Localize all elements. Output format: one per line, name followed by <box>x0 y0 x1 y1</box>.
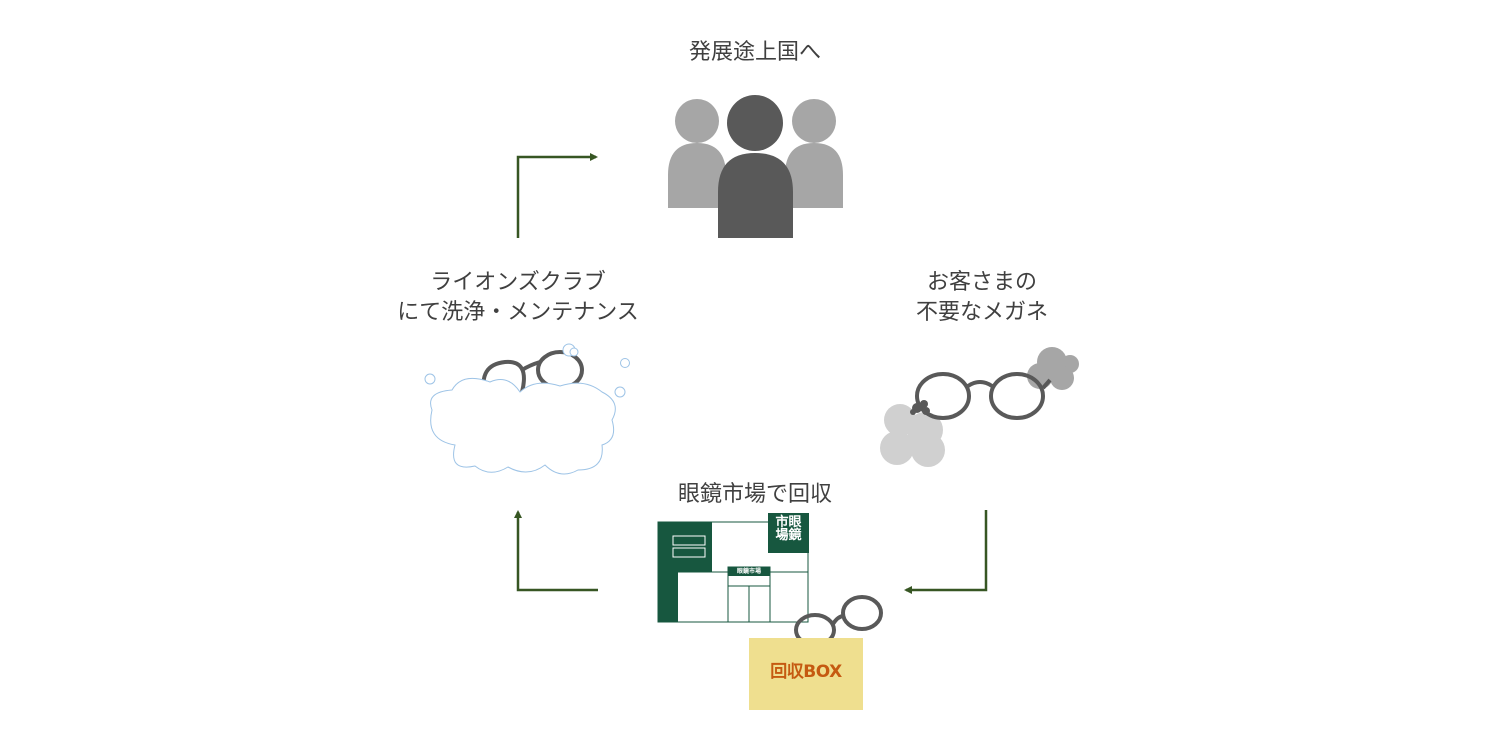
arrow-left-to-top <box>516 153 598 238</box>
arrow-right-to-bottom <box>904 510 988 594</box>
collection-box <box>749 638 863 710</box>
dusty-glasses-icon <box>880 347 1079 467</box>
label-overseas-text: 発展途上国へ <box>688 40 821 65</box>
label-lions-club: ライオンズクラブ にて洗浄・メンテナンス <box>368 268 668 328</box>
label-customer-glasses: お客さまの 不要なメガネ <box>832 268 1132 328</box>
store-sign-line2: 場鏡 <box>775 528 802 543</box>
collected-glasses-icon <box>794 595 883 647</box>
label-collection-text: 眼鏡市場で回収 <box>677 482 832 507</box>
label-customer-glasses-line1: お客さまの <box>926 270 1037 295</box>
collection-box-label: 回収BOX <box>770 662 842 682</box>
people-group-icon <box>668 95 843 238</box>
label-collection: 眼鏡市場で回収 <box>605 480 905 510</box>
store-building-icon <box>657 513 809 623</box>
label-overseas: 発展途上国へ <box>605 38 905 68</box>
label-lions-club-line2: にて洗浄・メンテナンス <box>397 300 639 325</box>
foam-bubbles-icon <box>424 358 630 475</box>
label-lions-club-line1: ライオンズクラブ <box>430 270 606 295</box>
arrow-bottom-to-left <box>514 510 598 592</box>
store-entrance-sign: 眼鏡市場 <box>736 568 761 575</box>
store-sign-line1: 市眼 <box>775 515 802 530</box>
store-sign: 市眼 場鏡 <box>768 516 809 542</box>
label-customer-glasses-line2: 不要なメガネ <box>915 300 1048 325</box>
